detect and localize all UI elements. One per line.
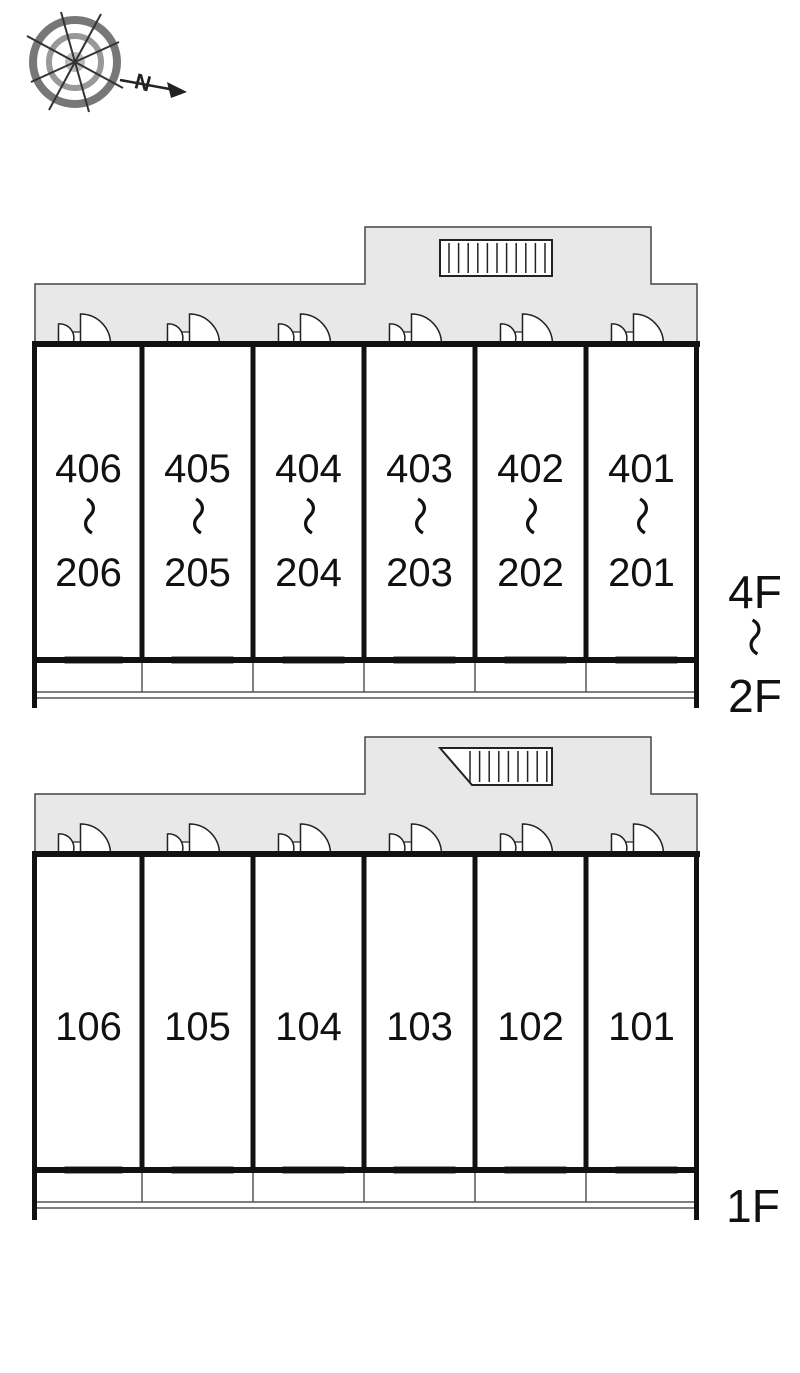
unit-label: 101 — [608, 1005, 675, 1049]
unit-label-top: 401 — [608, 447, 675, 491]
floor-label-1f: 1F — [726, 1180, 780, 1232]
unit-label-bottom: 206 — [55, 551, 122, 595]
unit: 401 ～ 201 — [583, 313, 697, 692]
unit-label-top: 402 — [497, 447, 564, 491]
unit-label-bottom: 201 — [608, 551, 675, 595]
unit-range-tilde: ～ — [174, 496, 220, 536]
unit-range-tilde: ～ — [65, 496, 111, 536]
floor-range-tilde: ～ — [730, 617, 776, 657]
compass: N — [26, 11, 187, 113]
unit: 103 — [361, 823, 475, 1202]
door-icon — [610, 823, 665, 855]
unit-label-top: 405 — [164, 447, 231, 491]
unit: 406 ～ 206 — [35, 313, 142, 664]
compass-rose-icon — [26, 11, 124, 113]
unit-label: 104 — [275, 1005, 342, 1049]
unit-label: 103 — [386, 1005, 453, 1049]
upper-block: 406 ～ 206 405 ～ 205 404 ～ 204 403 ～ 203 402 ～ 202 401 ～ 2… — [32, 226, 700, 708]
unit-label-bottom: 205 — [164, 551, 231, 595]
unit-label-top: 406 — [55, 447, 122, 491]
unit-label-bottom: 202 — [497, 551, 564, 595]
unit-range-tilde: ～ — [618, 496, 664, 536]
unit-label-top: 404 — [275, 447, 342, 491]
floor-label-2f: 2F — [728, 670, 782, 722]
unit: 106 — [35, 823, 142, 1174]
unit: 402 ～ 202 — [472, 313, 586, 692]
unit-range-tilde: ～ — [285, 496, 331, 536]
door-icon — [166, 823, 221, 855]
upper-staircase-icon — [439, 239, 553, 277]
unit-label-top: 403 — [386, 447, 453, 491]
unit-label-bottom: 204 — [275, 551, 342, 595]
unit-label: 105 — [164, 1005, 231, 1049]
unit: 102 — [472, 823, 586, 1202]
unit-label: 106 — [55, 1005, 122, 1049]
unit: 104 — [250, 823, 364, 1202]
lower-staircase-icon — [437, 747, 553, 786]
floor-label-4f: 4F — [728, 566, 782, 618]
upper-corridor — [34, 226, 698, 346]
compass-north-letter: N — [132, 68, 154, 96]
lower-corridor — [34, 736, 698, 856]
north-arrow-icon — [119, 78, 187, 98]
door-icon — [277, 823, 332, 855]
unit-label: 102 — [497, 1005, 564, 1049]
unit-range-tilde: ～ — [507, 496, 553, 536]
unit: 404 ～ 204 — [250, 313, 364, 692]
unit: 403 ～ 203 — [361, 313, 475, 692]
unit-range-tilde: ～ — [396, 496, 442, 536]
unit: 105 — [139, 823, 253, 1202]
unit: 405 ～ 205 — [139, 313, 253, 692]
unit-label-bottom: 203 — [386, 551, 453, 595]
lower-block: 106 105 104 103 102 101 — [32, 736, 700, 1220]
upper-floor-label: 4F ～ 2F — [728, 566, 782, 722]
unit: 101 — [583, 823, 697, 1202]
